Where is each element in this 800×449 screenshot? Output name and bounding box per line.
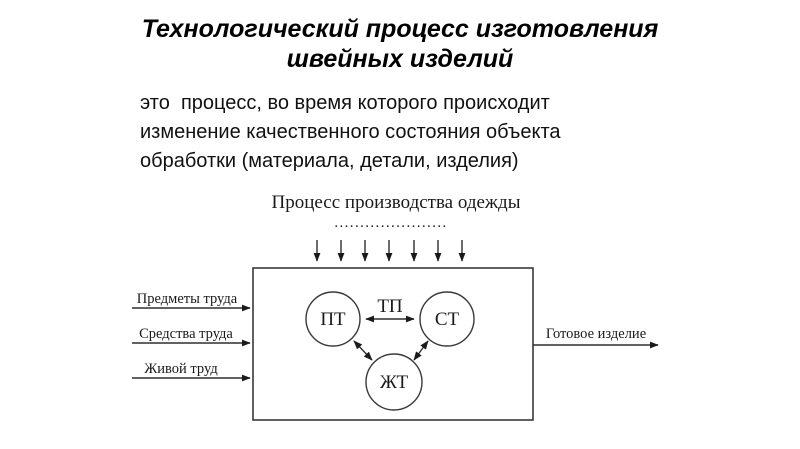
diagram-heading: Процесс производства одежды	[272, 192, 521, 213]
node-st-label: СТ	[435, 309, 460, 330]
output-group: Готовое изделие	[533, 326, 659, 349]
node-pt-circle	[305, 291, 361, 347]
input-label-predmety-truda: Предметы труда	[137, 291, 238, 307]
double-arrow-pt-zht	[353, 340, 373, 361]
double-arrow-st-zht	[413, 340, 429, 361]
input-group: Предметы труда Средства труда Живой труд	[132, 291, 251, 382]
node-pt-label: ПТ	[320, 309, 346, 330]
slide-title: Технологический процесс изготовления шве…	[0, 14, 800, 74]
input-label-zhivoy-trud: Живой труд	[144, 361, 218, 377]
node-st-circle	[419, 291, 475, 347]
node-zht-label: ЖТ	[380, 372, 409, 393]
slide-title-line2: швейных изделий	[286, 45, 514, 73]
dotted-line: ......................	[334, 215, 447, 231]
definition-line-3: обработки (материала, детали, изделия)	[140, 150, 519, 172]
definition-line-2: изменение качественного состояния объект…	[140, 121, 561, 143]
top-input-arrows	[313, 240, 466, 262]
edge-group	[353, 315, 429, 361]
input-label-sredstva-truda: Средства труда	[139, 326, 233, 342]
output-label: Готовое изделие	[546, 326, 646, 342]
definition-paragraph: это процесс, во время которого происходи…	[140, 89, 680, 176]
node-group: ПТ СТ ЖТ	[305, 291, 475, 411]
node-zht-circle	[365, 353, 423, 411]
definition-line-1: это процесс, во время которого происходи…	[140, 92, 550, 114]
edge-label-tp: ТП	[377, 296, 403, 317]
slide-title-line1: Технологический процесс изготовления	[141, 15, 659, 43]
